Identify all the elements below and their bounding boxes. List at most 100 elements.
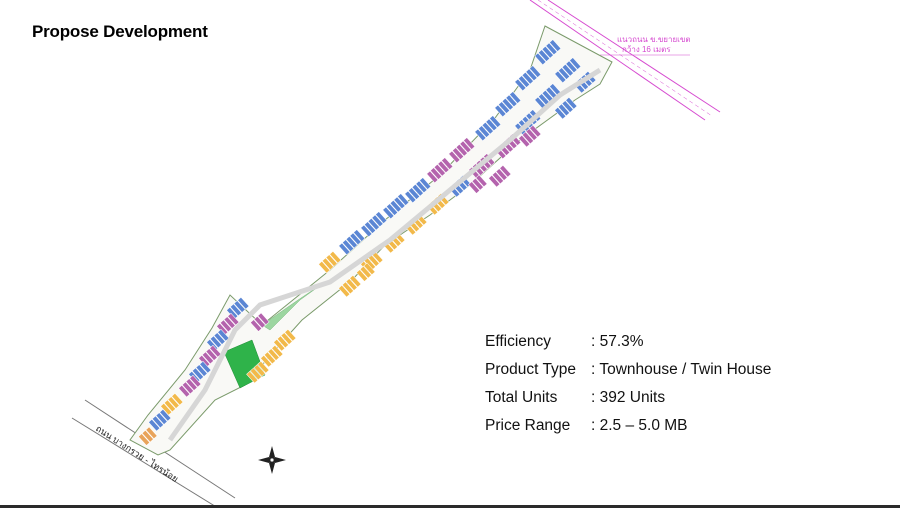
lot (538, 49, 551, 62)
lot (433, 163, 446, 177)
lot (329, 250, 342, 264)
info-value: : 2.5 – 5.0 MB (591, 417, 688, 434)
lot (217, 328, 230, 342)
info-label: Efficiency (485, 333, 552, 350)
lot (558, 67, 571, 80)
lot (191, 367, 204, 381)
lot (481, 121, 494, 135)
lot (257, 312, 270, 326)
lot (227, 312, 240, 326)
townhouse-block (206, 328, 230, 352)
lot (561, 100, 574, 113)
lot (375, 211, 388, 224)
lot (437, 160, 450, 174)
lot (321, 257, 334, 271)
lot (426, 170, 439, 184)
lot (185, 378, 198, 391)
lot (353, 229, 366, 242)
info-label: Total Units (485, 389, 558, 406)
lot (478, 125, 491, 138)
lot (338, 242, 351, 256)
lot (565, 96, 578, 110)
lot (209, 335, 222, 349)
townhouse-block (338, 229, 366, 256)
lot (521, 131, 534, 145)
lot (459, 140, 472, 154)
lot (345, 235, 358, 249)
lot (541, 45, 554, 59)
lot (276, 335, 289, 349)
top-road (529, 0, 721, 121)
lot (341, 281, 354, 295)
lot (494, 104, 507, 118)
lot (411, 183, 424, 197)
lot (495, 168, 508, 181)
townhouse-block (474, 115, 502, 142)
lot (509, 91, 522, 104)
lot (489, 115, 502, 128)
lot (561, 63, 574, 77)
lot (253, 315, 266, 329)
page-title: Propose Development (32, 22, 208, 41)
lot (318, 260, 331, 274)
lot (397, 193, 410, 206)
lot (545, 42, 558, 56)
lot (525, 128, 538, 141)
house-block (338, 274, 362, 298)
lot (213, 332, 226, 345)
lot (280, 332, 293, 345)
townhouse-block (554, 57, 582, 84)
twin-house-block (216, 312, 240, 336)
lot (181, 381, 194, 395)
lot (209, 344, 222, 358)
lot (518, 75, 531, 88)
lot (474, 128, 487, 142)
twin-house-block (178, 374, 202, 398)
lot (554, 106, 567, 120)
lot (141, 429, 154, 443)
house-block (273, 328, 297, 352)
lot (342, 239, 355, 252)
lot (549, 39, 562, 52)
lot (501, 97, 514, 111)
info-row-efficiency: Efficiency: 57.3% (485, 328, 771, 356)
lot (349, 274, 362, 288)
lot (148, 418, 161, 432)
lot (233, 300, 246, 313)
lot (338, 284, 351, 298)
lot (452, 147, 465, 160)
lot (246, 370, 259, 384)
lot (485, 118, 498, 132)
twin-house-block (518, 124, 542, 148)
bottom-rule (0, 505, 900, 508)
twin-house-block (250, 312, 270, 332)
lot (364, 221, 377, 234)
lot (565, 60, 578, 74)
lot (514, 78, 527, 92)
info-row-price-range: Price Range: 2.5 – 5.0 MB (485, 412, 771, 440)
info-label: Product Type (485, 361, 577, 378)
lot (386, 203, 399, 216)
lot (529, 124, 542, 138)
house-block (356, 262, 376, 282)
townhouse-block (534, 83, 562, 110)
lot (463, 137, 476, 150)
townhouse-block (226, 296, 250, 320)
lot (163, 399, 176, 413)
lot (498, 101, 511, 114)
lot (284, 328, 297, 342)
lot (325, 254, 338, 267)
lot (491, 171, 504, 185)
info-value: : Townhouse / Twin House (591, 361, 772, 378)
lot (471, 177, 484, 191)
lot (404, 190, 417, 204)
lot (356, 269, 369, 282)
lot (554, 70, 567, 84)
house-block (138, 426, 158, 446)
lot (263, 351, 276, 365)
lot (557, 103, 570, 117)
project-info-panel: Efficiency: 57.3% Product Type : Townhous… (485, 328, 771, 440)
lot (448, 150, 461, 164)
